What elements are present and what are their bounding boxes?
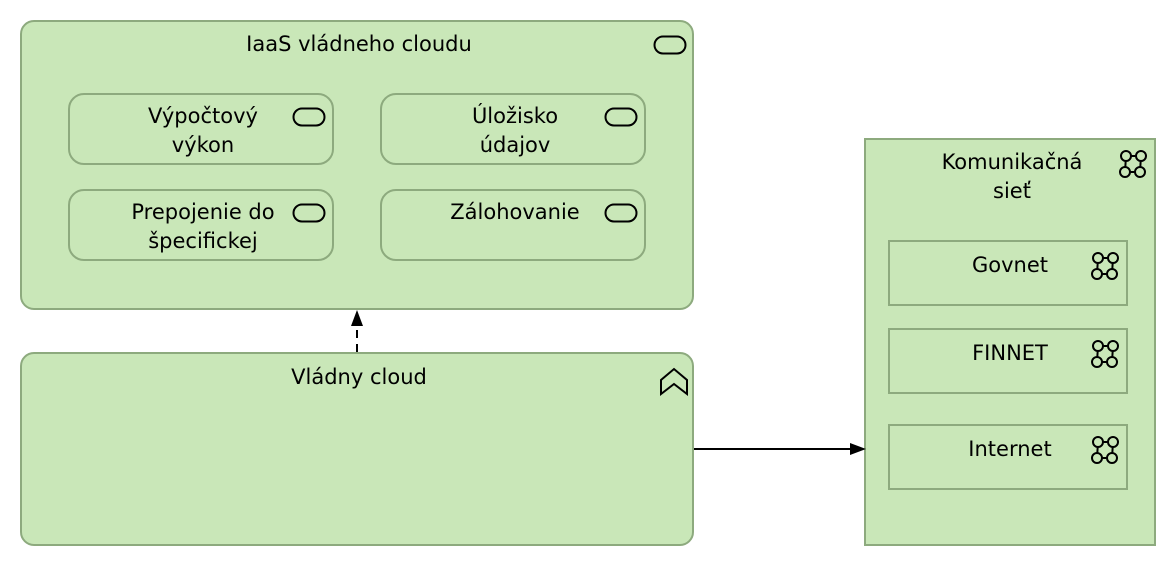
service-label: Zálohovanie: [450, 200, 580, 224]
service-icon: [604, 203, 638, 223]
service-icon: [604, 107, 638, 127]
service-zalohovanie[interactable]: Zálohovanie: [380, 189, 646, 261]
network-finnet[interactable]: FINNET: [888, 328, 1128, 394]
network-govnet[interactable]: Govnet: [888, 240, 1128, 306]
vladny-cloud-node[interactable]: Vládny cloud: [20, 352, 694, 546]
realization-edge-cloud-to-iaas[interactable]: [351, 310, 363, 352]
network-item-label: FINNET: [972, 341, 1048, 365]
service-label: Prepojenie do špecifickej: [131, 200, 275, 253]
arrowhead-icon: [351, 310, 363, 326]
cloud-title: Vládny cloud: [291, 365, 427, 389]
service-prepojenie[interactable]: Prepojenie do špecifickej: [68, 189, 334, 261]
service-label: Výpočtový výkon: [148, 104, 258, 157]
serving-edge-cloud-to-network[interactable]: [694, 443, 866, 455]
service-icon: [292, 107, 326, 127]
network-icon: [1119, 150, 1147, 178]
network-item-label: Internet: [968, 437, 1052, 461]
iaas-group-title: IaaS vládneho cloudu: [246, 32, 472, 56]
network-icon: [1091, 340, 1119, 368]
service-icon: [292, 203, 326, 223]
service-vypoctovy-vykon[interactable]: Výpočtový výkon: [68, 93, 334, 165]
iaas-vladneho-cloudu-group[interactable]: IaaS vládneho cloudu: [20, 20, 694, 310]
function-icon: [660, 367, 688, 396]
network-icon: [1091, 252, 1119, 280]
network-title: Komunikačná sieť: [941, 150, 1083, 203]
service-icon: [653, 35, 687, 55]
service-label: Úložisko údajov: [471, 104, 559, 157]
service-ulozisko-udajov[interactable]: Úložisko údajov: [380, 93, 646, 165]
network-icon: [1091, 436, 1119, 464]
network-internet[interactable]: Internet: [888, 424, 1128, 490]
network-item-label: Govnet: [971, 253, 1048, 277]
